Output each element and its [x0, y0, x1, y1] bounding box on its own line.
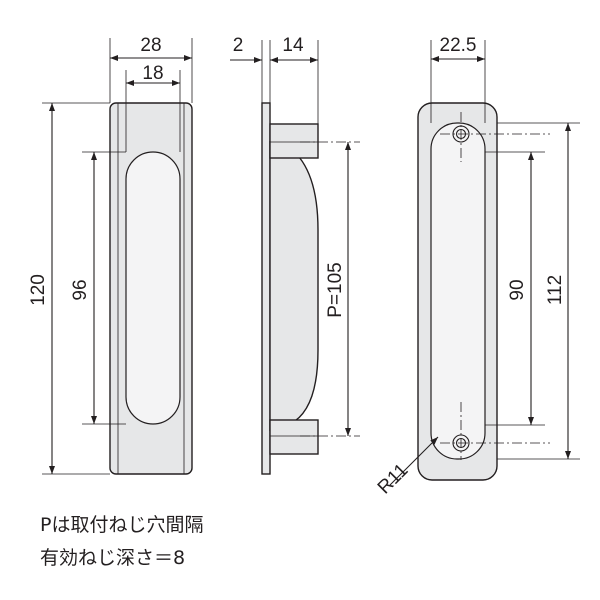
note-mounting-pitch: Pは取付ねじ穴間隔	[40, 514, 204, 536]
dim-side-pitch-p105: P=105	[325, 262, 346, 317]
front-view: 28 18 120 96	[28, 35, 193, 475]
dim-side-flange-2: 2	[233, 35, 244, 56]
dim-front-width-28: 28	[140, 35, 161, 56]
dim-back-width-22-5: 22.5	[440, 35, 477, 56]
back-hole-bottom	[452, 434, 470, 452]
radius-leader	[389, 436, 439, 486]
dim-back-hole-spacing-90: 90	[507, 279, 528, 300]
back-view: 22.5 90 112 R11	[374, 35, 580, 498]
side-grip-profile	[269, 141, 319, 431]
side-flange	[261, 102, 271, 475]
side-boss-bottom	[269, 419, 319, 455]
dim-front-inner-height-96: 96	[70, 279, 91, 300]
dim-front-inner-width-18: 18	[142, 63, 163, 84]
side-boss-top	[269, 123, 319, 159]
dim-back-height-112: 112	[545, 275, 566, 305]
dim-side-depth-14: 14	[282, 35, 304, 56]
back-hole-top	[452, 125, 470, 143]
dim-front-height-120: 120	[28, 274, 49, 306]
back-recess	[430, 122, 486, 460]
dim-back-radius-r11: R11	[374, 460, 413, 499]
front-recess	[125, 151, 181, 425]
note-thread-depth: 有効ねじ深さ＝8	[40, 547, 186, 569]
side-view: 2 14 P=105	[230, 35, 360, 475]
